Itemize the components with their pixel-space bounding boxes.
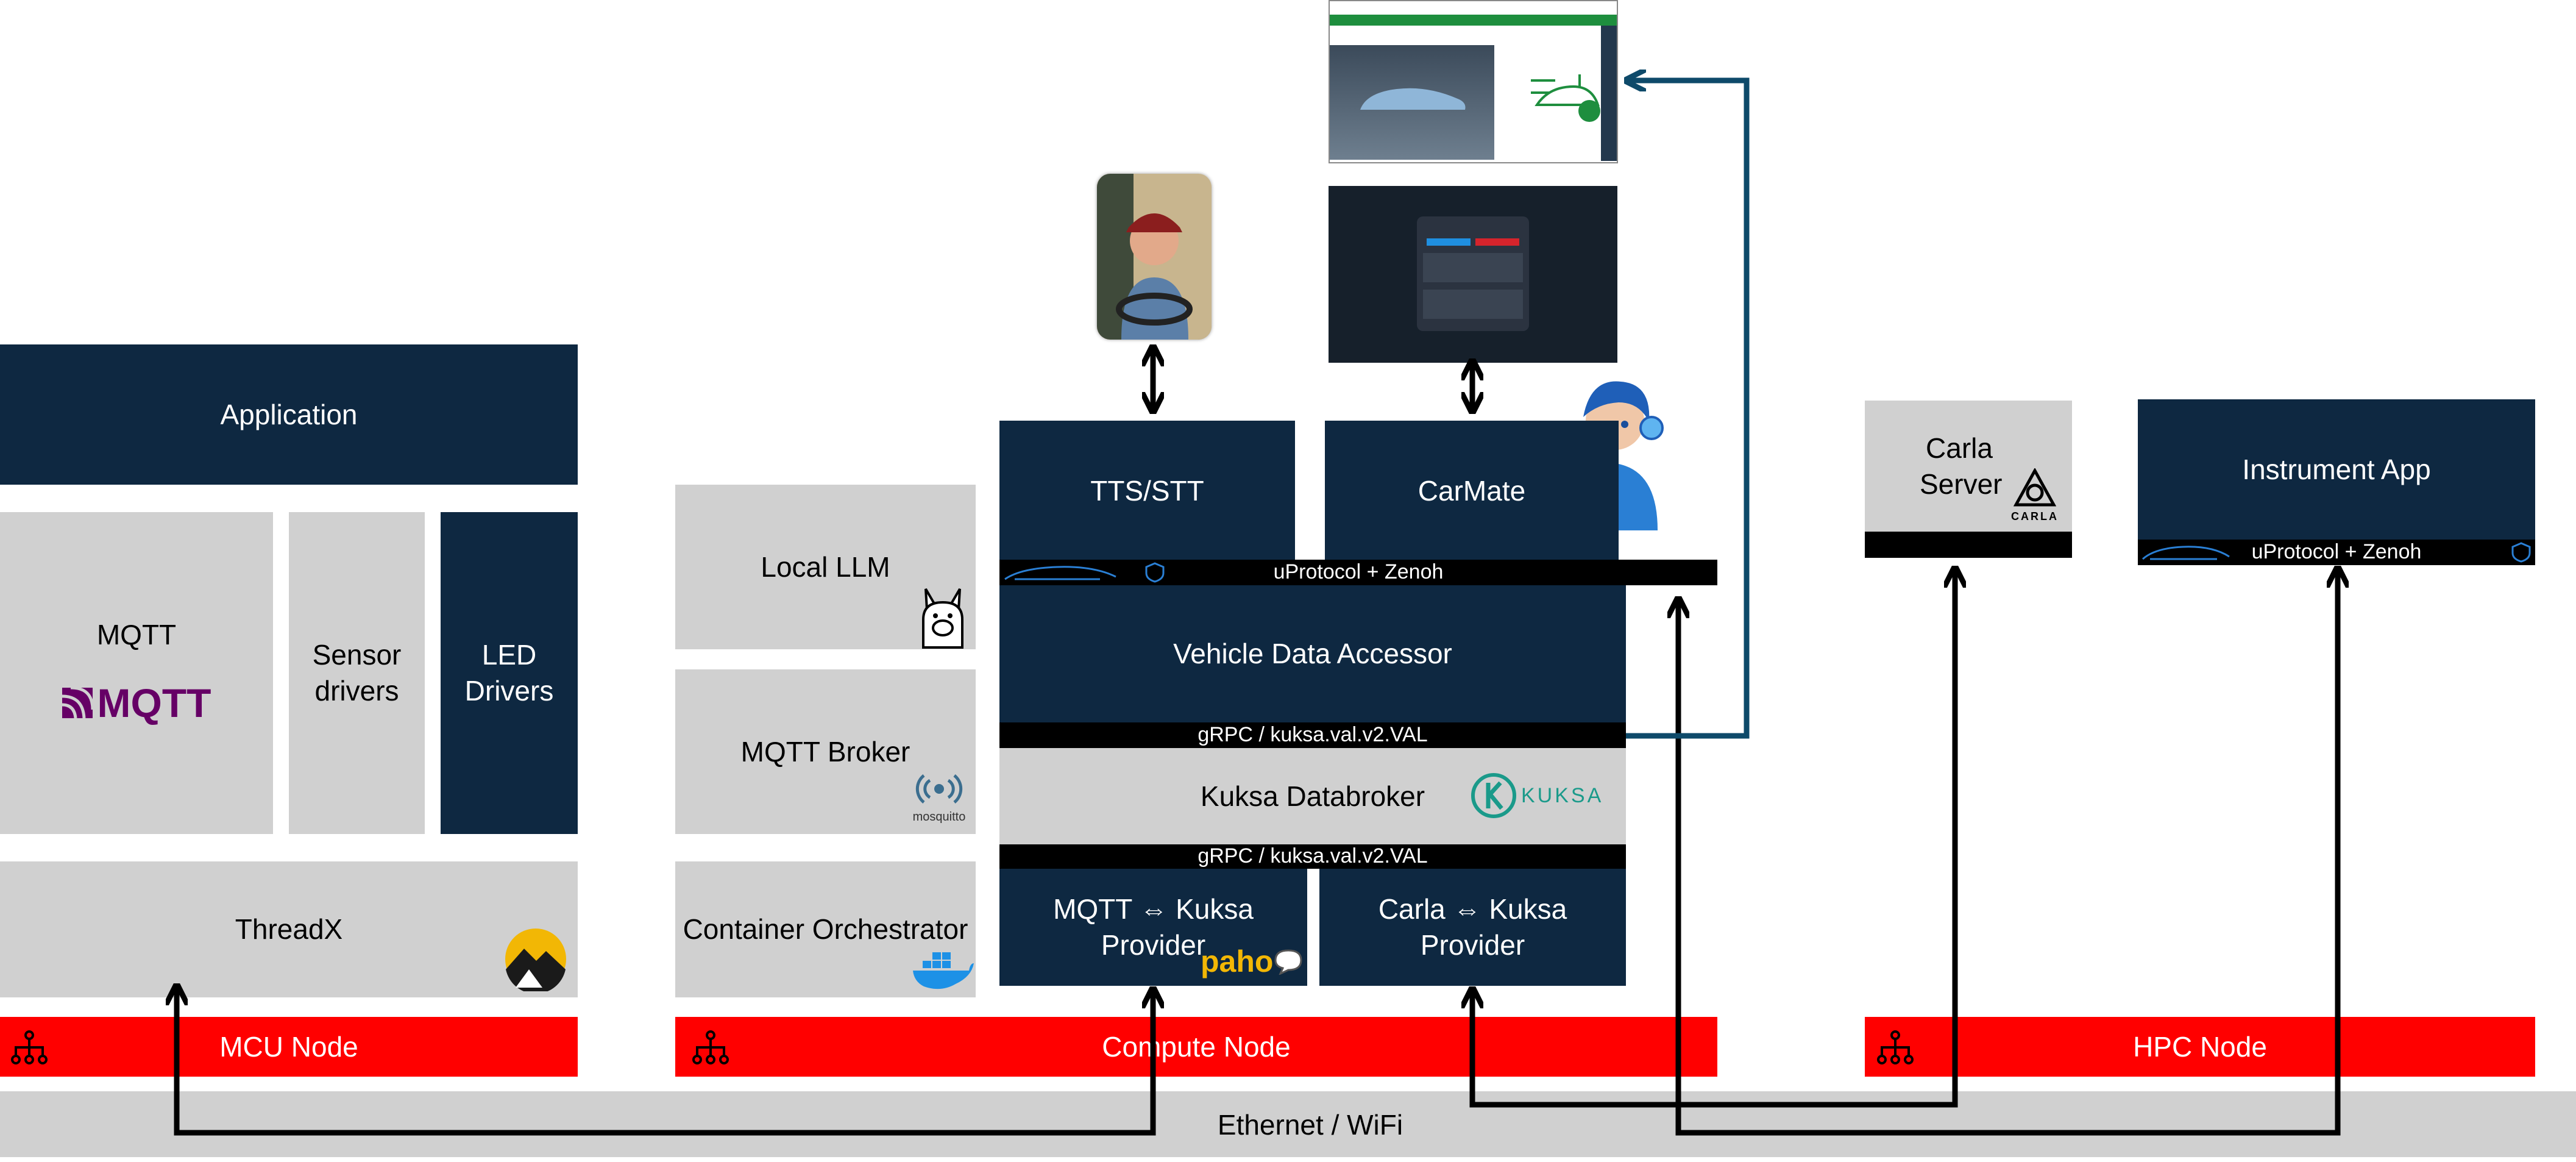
led-drivers-block: LED Drivers [441, 512, 578, 834]
kuksa-gui-screenshot [1329, 0, 1618, 163]
mosquitto-waves-icon [915, 774, 963, 804]
mqtt-broker-block: MQTT Broker [675, 669, 976, 834]
docker-icon [913, 952, 974, 989]
wire-carla-provider-to-carla-server [1472, 570, 1955, 1108]
mcu-network-icon [11, 1030, 48, 1064]
compute-network-icon [692, 1030, 729, 1064]
hpc-uprotocol-bar: uProtocol + Zenoh [2138, 540, 2535, 565]
network-label: Ethernet / WiFi [1217, 1108, 1403, 1141]
carla-triangle-icon [2013, 467, 2057, 507]
wire-vda-to-instrument-app [1678, 570, 2338, 1136]
carla-server-block: Carla Server [1865, 401, 2072, 532]
tts-stt-block: TTS/STT [999, 421, 1295, 561]
mcu-node-bar: MCU Node [0, 1017, 578, 1077]
wire-grpc-to-kuksa-gui [1626, 80, 1750, 739]
driver-portrait-icon [1097, 174, 1212, 340]
carla-logo: CARLA [2010, 467, 2060, 523]
mcu-node-label: MCU Node [219, 1030, 358, 1063]
carla-server-bar [1865, 532, 2072, 558]
carla-logo-text: CARLA [2011, 510, 2059, 522]
paho-logo: paho [1201, 944, 1304, 979]
eclipse-shield-icon [1145, 562, 1165, 583]
threadx-block: ThreadX [0, 861, 578, 997]
hpc-uprotocol-label: uProtocol + Zenoh [2251, 540, 2422, 564]
mosquitto-logo: mosquitto [908, 773, 970, 824]
carmate-app-screenshot [1329, 186, 1617, 363]
carmate-label: CarMate [1418, 474, 1526, 507]
sensor-drivers-label: Sensor drivers [312, 639, 402, 707]
ev-circuit-icon [1531, 74, 1600, 122]
car-silhouette-icon [1004, 566, 1116, 580]
sensor-drivers-block: Sensor drivers [289, 512, 425, 834]
carla-server-label: Carla Server [1920, 432, 2003, 500]
instrument-app-block: Instrument App [2138, 399, 2535, 540]
compute-uprotocol-label: uProtocol + Zenoh [1273, 560, 1444, 584]
tts-stt-label: TTS/STT [1090, 474, 1204, 507]
grpc-bottom-label: gRPC / kuksa.val.v2.VAL [1198, 844, 1428, 868]
hpc-network-icon [1877, 1030, 1914, 1064]
compute-node-label: Compute Node [1102, 1030, 1291, 1063]
car-model-icon [1360, 88, 1466, 110]
hpc-node-label: HPC Node [2133, 1030, 2267, 1063]
container-orchestrator-label: Container Orchestrator [683, 913, 968, 946]
vehicle-data-accessor-label: Vehicle Data Accessor [1173, 638, 1452, 670]
mqtt-waves-icon [62, 688, 93, 719]
mosquitto-logo-text: mosquitto [912, 810, 966, 824]
hpc-car-silhouette-icon [2141, 546, 2230, 560]
llama-icon [922, 588, 963, 649]
threadx-logo-icon [505, 929, 566, 991]
ethernet-wifi-lane [0, 1091, 2576, 1157]
mqtt-broker-label: MQTT Broker [740, 735, 910, 768]
application-block: Application [0, 344, 578, 485]
hpc-eclipse-shield-icon [2511, 542, 2531, 563]
compute-node-bar: Compute Node [675, 1017, 1717, 1077]
wire-mcu-to-mqtt-provider [177, 988, 1153, 1136]
hpc-node-bar: HPC Node [1865, 1017, 2535, 1077]
carmate-block: CarMate [1325, 421, 1619, 561]
application-label: Application [220, 398, 358, 430]
driver-photo [1097, 174, 1212, 340]
grpc-top-label: gRPC / kuksa.val.v2.VAL [1198, 723, 1428, 747]
instrument-app-label: Instrument App [2242, 453, 2431, 485]
threadx-label: ThreadX [235, 913, 343, 946]
mqtt-kuksa-provider-block: MQTT ⇔ Kuksa Provider [999, 869, 1307, 986]
local-llm-label: Local LLM [761, 551, 890, 583]
kuksa-databroker-label: Kuksa Databroker [1200, 780, 1425, 812]
network-label-box: Ethernet / WiFi [1158, 1094, 1463, 1155]
mqtt-kuksa-provider-label: MQTT ⇔ Kuksa Provider [1053, 893, 1254, 961]
mqtt-logo: MQTT [62, 677, 211, 729]
grpc-bar-top: gRPC / kuksa.val.v2.VAL [999, 722, 1626, 748]
speech-bubble-icon [1274, 949, 1302, 975]
led-drivers-label: LED Drivers [464, 639, 554, 707]
mqtt-label: MQTT [96, 619, 177, 651]
mqtt-block: MQTT MQTT [0, 512, 273, 834]
paho-logo-text: paho [1201, 944, 1274, 978]
mqtt-logo-text: MQTT [97, 680, 211, 726]
